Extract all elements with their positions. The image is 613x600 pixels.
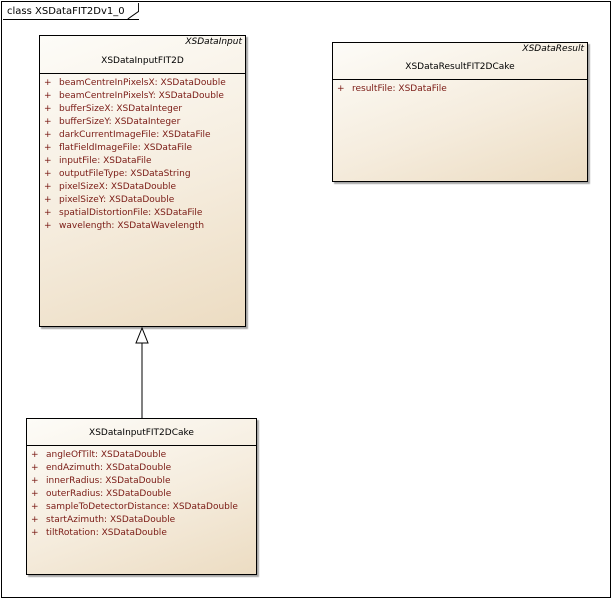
attribute-row[interactable]: + outputFileType: XSDataString (44, 168, 226, 181)
visibility-marker: + (44, 91, 52, 101)
visibility-marker: + (31, 502, 39, 512)
attribute-row[interactable]: + flatFieldImageFile: XSDataFile (44, 142, 226, 155)
class-stereotype: XSDataInput (185, 37, 242, 47)
attribute-text: pixelSizeY: XSDataDouble (59, 195, 175, 205)
attribute-text: startAzimuth: XSDataDouble (46, 515, 176, 525)
visibility-marker: + (44, 221, 52, 231)
class-name: XSDataInputFIT2D (101, 56, 184, 66)
class-xsdataresultfit2dcake[interactable]: XSDataResult XSDataResultFIT2DCake + resu… (332, 42, 588, 182)
attribute-list: + angleOfTilt: XSDataDouble + endAzimuth: X… (31, 449, 238, 540)
attribute-row[interactable]: + beamCentreInPixelsX: XSDataDouble (44, 77, 226, 90)
attribute-list: + beamCentreInPixelsX: XSDataDouble + beamC… (44, 77, 226, 233)
visibility-marker: + (44, 208, 52, 218)
attribute-text: outputFileType: XSDataString (59, 169, 191, 179)
attribute-text: beamCentreInPixelsX: XSDataDouble (59, 78, 226, 88)
visibility-marker: + (44, 195, 52, 205)
class-xsdatainputfit2dcake[interactable]: XSDataInputFIT2DCake + angleOfTilt: XSDat… (26, 418, 257, 575)
attribute-text: endAzimuth: XSDataDouble (46, 463, 172, 473)
attribute-row[interactable]: + pixelSizeY: XSDataDouble (44, 194, 226, 207)
attribute-row[interactable]: + resultFile: XSDataFile (337, 83, 447, 96)
attribute-text: outerRadius: XSDataDouble (46, 489, 172, 499)
attribute-row[interactable]: + beamCentreInPixelsY: XSDataDouble (44, 90, 226, 103)
compartment-divider (27, 445, 256, 446)
attribute-text: inputFile: XSDataFile (59, 156, 152, 166)
attribute-text: flatFieldImageFile: XSDataFile (59, 143, 193, 153)
compartment-divider (40, 73, 245, 74)
attribute-text: darkCurrentImageFile: XSDataFile (59, 130, 211, 140)
attribute-row[interactable]: + pixelSizeX: XSDataDouble (44, 181, 226, 194)
visibility-marker: + (31, 450, 39, 460)
compartment-divider (333, 79, 587, 80)
class-xsdatainputfit2d[interactable]: XSDataInput XSDataInputFIT2D + beamCentre… (39, 35, 246, 327)
attribute-row[interactable]: + spatialDistortionFile: XSDataFile (44, 207, 226, 220)
attribute-row[interactable]: + angleOfTilt: XSDataDouble (31, 449, 238, 462)
visibility-marker: + (31, 528, 39, 538)
visibility-marker: + (44, 182, 52, 192)
visibility-marker: + (44, 130, 52, 140)
attribute-text: bufferSizeY: XSDataInteger (59, 117, 181, 127)
attribute-row[interactable]: + outerRadius: XSDataDouble (31, 488, 238, 501)
attribute-text: bufferSizeX: XSDataInteger (59, 104, 183, 114)
visibility-marker: + (44, 143, 52, 153)
attribute-list: + resultFile: XSDataFile (337, 83, 447, 96)
visibility-marker: + (44, 169, 52, 179)
attribute-row[interactable]: + sampleToDetectorDistance: XSDataDouble (31, 501, 238, 514)
frame-label: class XSDataFIT2Dv1_0 (7, 6, 125, 17)
class-name: XSDataResultFIT2DCake (405, 62, 515, 72)
attribute-text: innerRadius: XSDataDouble (46, 476, 171, 486)
visibility-marker: + (44, 78, 52, 88)
attribute-text: beamCentreInPixelsY: XSDataDouble (59, 91, 224, 101)
attribute-text: resultFile: XSDataFile (352, 84, 447, 94)
attribute-text: sampleToDetectorDistance: XSDataDouble (46, 502, 238, 512)
visibility-marker: + (31, 489, 39, 499)
visibility-marker: + (31, 476, 39, 486)
class-name: XSDataInputFIT2DCake (89, 428, 194, 438)
attribute-text: tiltRotation: XSDataDouble (46, 528, 167, 538)
class-stereotype: XSDataResult (522, 44, 584, 54)
visibility-marker: + (31, 463, 39, 473)
attribute-row[interactable]: + bufferSizeY: XSDataInteger (44, 116, 226, 129)
visibility-marker: + (337, 84, 345, 94)
visibility-marker: + (31, 515, 39, 525)
visibility-marker: + (44, 156, 52, 166)
attribute-row[interactable]: + tiltRotation: XSDataDouble (31, 527, 238, 540)
attribute-row[interactable]: + darkCurrentImageFile: XSDataFile (44, 129, 226, 142)
attribute-text: angleOfTilt: XSDataDouble (46, 450, 167, 460)
attribute-row[interactable]: + wavelength: XSDataWavelength (44, 220, 226, 233)
generalization-arrowhead (135, 326, 149, 344)
visibility-marker: + (44, 104, 52, 114)
attribute-row[interactable]: + endAzimuth: XSDataDouble (31, 462, 238, 475)
attribute-row[interactable]: + startAzimuth: XSDataDouble (31, 514, 238, 527)
attribute-text: wavelength: XSDataWavelength (59, 221, 205, 231)
attribute-text: pixelSizeX: XSDataDouble (59, 182, 177, 192)
attribute-row[interactable]: + innerRadius: XSDataDouble (31, 475, 238, 488)
attribute-row[interactable]: + bufferSizeX: XSDataInteger (44, 103, 226, 116)
visibility-marker: + (44, 117, 52, 127)
attribute-text: spatialDistortionFile: XSDataFile (59, 208, 203, 218)
attribute-row[interactable]: + inputFile: XSDataFile (44, 155, 226, 168)
